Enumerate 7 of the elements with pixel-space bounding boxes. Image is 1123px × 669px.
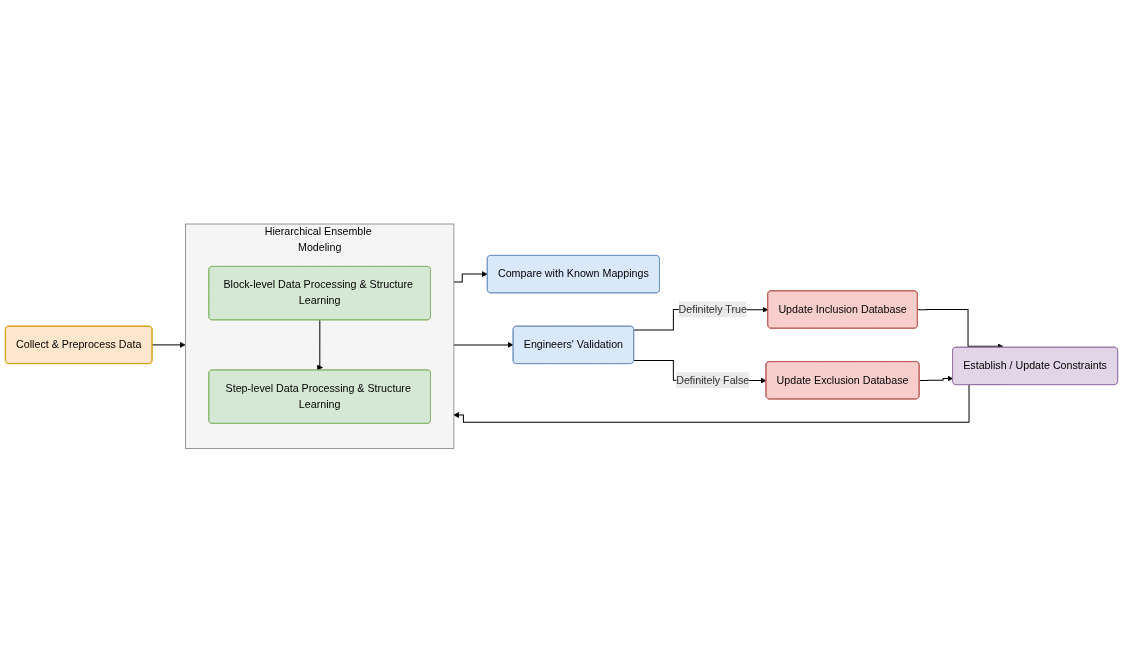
arrow [453,341,514,348]
edge-label: Definitely False [676,373,750,386]
arrow [453,270,488,283]
arrow [919,375,954,382]
arrow [317,319,323,371]
edge-label: Definitely True [678,303,747,315]
arrow [151,341,186,348]
